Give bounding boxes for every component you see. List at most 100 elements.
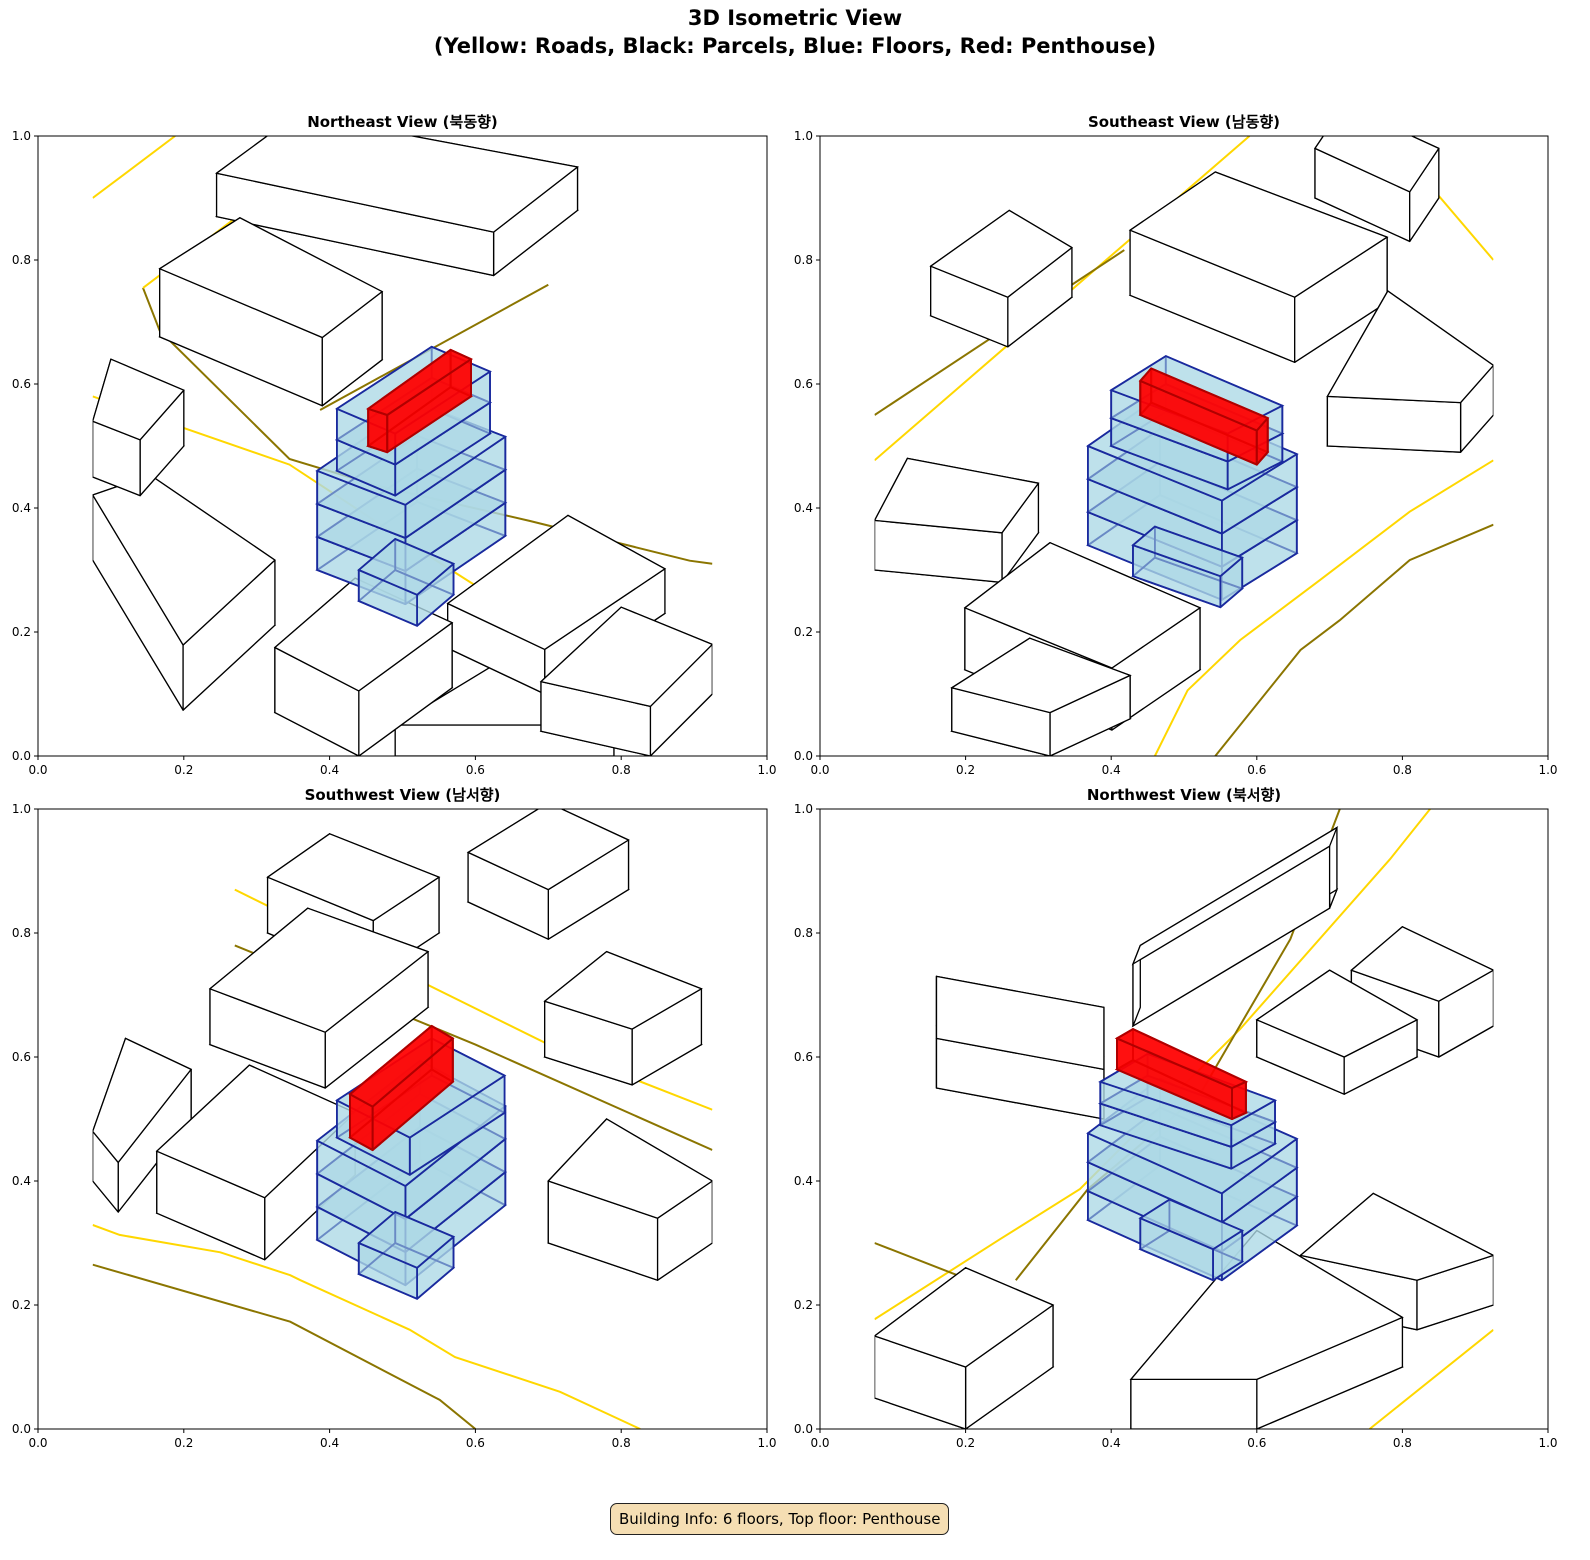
- y-tick-label: 0.2: [12, 625, 31, 639]
- x-tick-label: 1.0: [757, 1436, 776, 1450]
- x-tick-label: 0.0: [810, 1436, 829, 1450]
- axes-frame: [37, 808, 768, 1430]
- penthouse-block: [366, 348, 474, 454]
- y-tick-label: 0.4: [794, 501, 813, 515]
- parcel-building: [208, 907, 430, 1089]
- parcel-building: [1326, 290, 1494, 453]
- x-tick-label: 0.2: [956, 1436, 975, 1450]
- y-tick-label: 0.6: [794, 1050, 813, 1064]
- floor-block: [357, 1210, 456, 1300]
- scene: [874, 136, 1494, 756]
- x-tick-label: 0.8: [612, 1436, 631, 1450]
- x-tick-label: 0.0: [28, 1436, 47, 1450]
- floor-block: [1138, 1198, 1245, 1282]
- parcel-building: [539, 606, 713, 756]
- y-tick-label: 0.4: [12, 1174, 31, 1188]
- subplot-title: Northwest View (북서향): [1087, 786, 1281, 804]
- parcel-building: [1314, 136, 1440, 243]
- x-tick-label: 1.0: [757, 763, 776, 777]
- x-tick-label: 0.6: [466, 763, 485, 777]
- x-tick-label: 0.8: [612, 763, 631, 777]
- y-tick-label: 1.0: [794, 129, 813, 143]
- parcel-building: [547, 1118, 713, 1281]
- road-line: [92, 1224, 641, 1429]
- y-tick-label: 0.2: [794, 625, 813, 639]
- floor-block: [357, 537, 456, 627]
- y-tick-label: 0.4: [794, 1174, 813, 1188]
- northwest-view-panel: 0.0 0.2 0.4 0.6 0.8 1.0 0.0 0.2 0.4 0.6 0.8 1.0 Nort…: [794, 786, 1558, 1450]
- y-tick-label: 0.0: [794, 1422, 813, 1436]
- x-tick-label: 0.8: [1393, 1436, 1412, 1450]
- parcel-building: [874, 1267, 1055, 1429]
- x-tick-label: 0.0: [28, 763, 47, 777]
- parcel-building: [92, 1037, 193, 1214]
- parcel-building: [92, 474, 276, 712]
- parcel-building: [158, 217, 384, 407]
- parcel-building: [950, 637, 1132, 756]
- parcel-building: [92, 358, 185, 497]
- x-tick-label: 0.4: [320, 1436, 339, 1450]
- x-tick-label: 0.4: [1102, 1436, 1121, 1450]
- y-tick-label: 0.4: [12, 501, 31, 515]
- road-line: [1214, 523, 1494, 756]
- parcel-building: [1255, 969, 1419, 1095]
- figure-title-line2: (Yellow: Roads, Black: Parcels, Blue: Fl…: [433, 34, 1157, 58]
- x-tick-label: 0.4: [1102, 763, 1121, 777]
- y-tick-label: 0.2: [12, 1298, 31, 1312]
- subplot-title: Southeast View (남동향): [1088, 113, 1280, 131]
- road-line: [1368, 1329, 1494, 1429]
- y-tick-label: 0.8: [794, 926, 813, 940]
- road-line: [1154, 459, 1494, 756]
- parcel-building: [929, 209, 1074, 348]
- x-tick-label: 0.2: [174, 763, 193, 777]
- axes-frame: [819, 135, 1549, 757]
- subplot-title: Northeast View (북동향): [307, 113, 498, 131]
- y-tick-label: 0.0: [12, 1422, 31, 1436]
- y-tick-label: 0.0: [12, 749, 31, 763]
- penthouse-block: [1114, 1027, 1249, 1121]
- x-tick-label: 1.0: [1538, 1436, 1557, 1450]
- parcel-building: [215, 136, 580, 277]
- parcel-building: [935, 975, 1105, 1120]
- y-tick-label: 0.6: [12, 377, 31, 391]
- x-tick-label: 0.8: [1393, 763, 1412, 777]
- parcel-building: [874, 457, 1040, 584]
- x-tick-label: 0.2: [956, 763, 975, 777]
- y-tick-label: 0.2: [794, 1298, 813, 1312]
- x-tick-label: 0.6: [1247, 1436, 1266, 1450]
- parcel-building: [1129, 1229, 1404, 1429]
- road-line: [92, 1263, 477, 1429]
- y-tick-label: 0.6: [12, 1050, 31, 1064]
- penthouse-block: [348, 1024, 455, 1152]
- road-line: [92, 136, 176, 199]
- parcel-building: [466, 809, 630, 940]
- y-tick-label: 0.8: [12, 926, 31, 940]
- x-tick-label: 0.6: [1247, 763, 1266, 777]
- y-tick-label: 0.0: [794, 749, 813, 763]
- parcel-building: [543, 950, 703, 1086]
- parcel-building: [1131, 826, 1339, 1028]
- x-tick-label: 0.2: [174, 1436, 193, 1450]
- x-tick-label: 0.0: [810, 763, 829, 777]
- x-tick-label: 0.4: [320, 763, 339, 777]
- axes-frame: [819, 808, 1549, 1430]
- penthouse-block: [1138, 367, 1270, 466]
- y-tick-label: 1.0: [12, 129, 31, 143]
- parcel-building: [963, 541, 1202, 731]
- y-tick-label: 1.0: [12, 802, 31, 816]
- subplot-title: Southwest View (남서향): [305, 786, 501, 804]
- scene: [874, 809, 1494, 1429]
- building-info-box: Building Info: 6 floors, Top floor: Pent…: [610, 1503, 950, 1535]
- parcel-building: [1128, 171, 1389, 364]
- scene: [92, 809, 713, 1429]
- scene: [92, 136, 713, 756]
- figure-title-line1: 3D Isometric View: [687, 6, 903, 30]
- y-tick-label: 0.6: [794, 377, 813, 391]
- y-tick-label: 1.0: [794, 802, 813, 816]
- parcel-building: [446, 514, 667, 695]
- x-tick-label: 1.0: [1538, 763, 1557, 777]
